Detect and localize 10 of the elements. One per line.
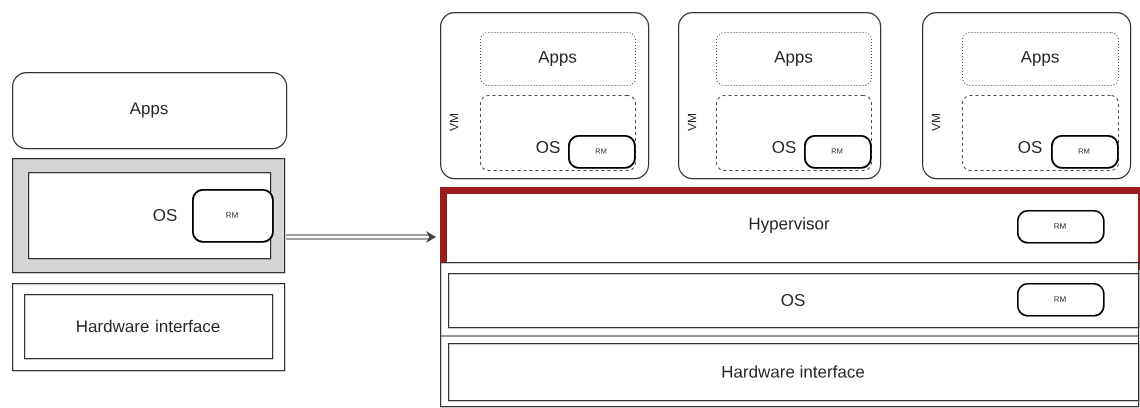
rm-badge: RM xyxy=(1017,210,1105,244)
apps-box: Apps xyxy=(480,32,636,86)
apps-box: Apps xyxy=(716,32,872,86)
layer-box: Hardware interface xyxy=(448,343,1140,402)
layer-box: Apps xyxy=(12,72,288,150)
rm-badge: RM xyxy=(192,189,274,243)
rm-badge: RM xyxy=(1017,283,1105,317)
layer-box: Hardware interface xyxy=(24,294,274,360)
arrow xyxy=(286,231,436,243)
apps-box: Apps xyxy=(962,32,1119,86)
